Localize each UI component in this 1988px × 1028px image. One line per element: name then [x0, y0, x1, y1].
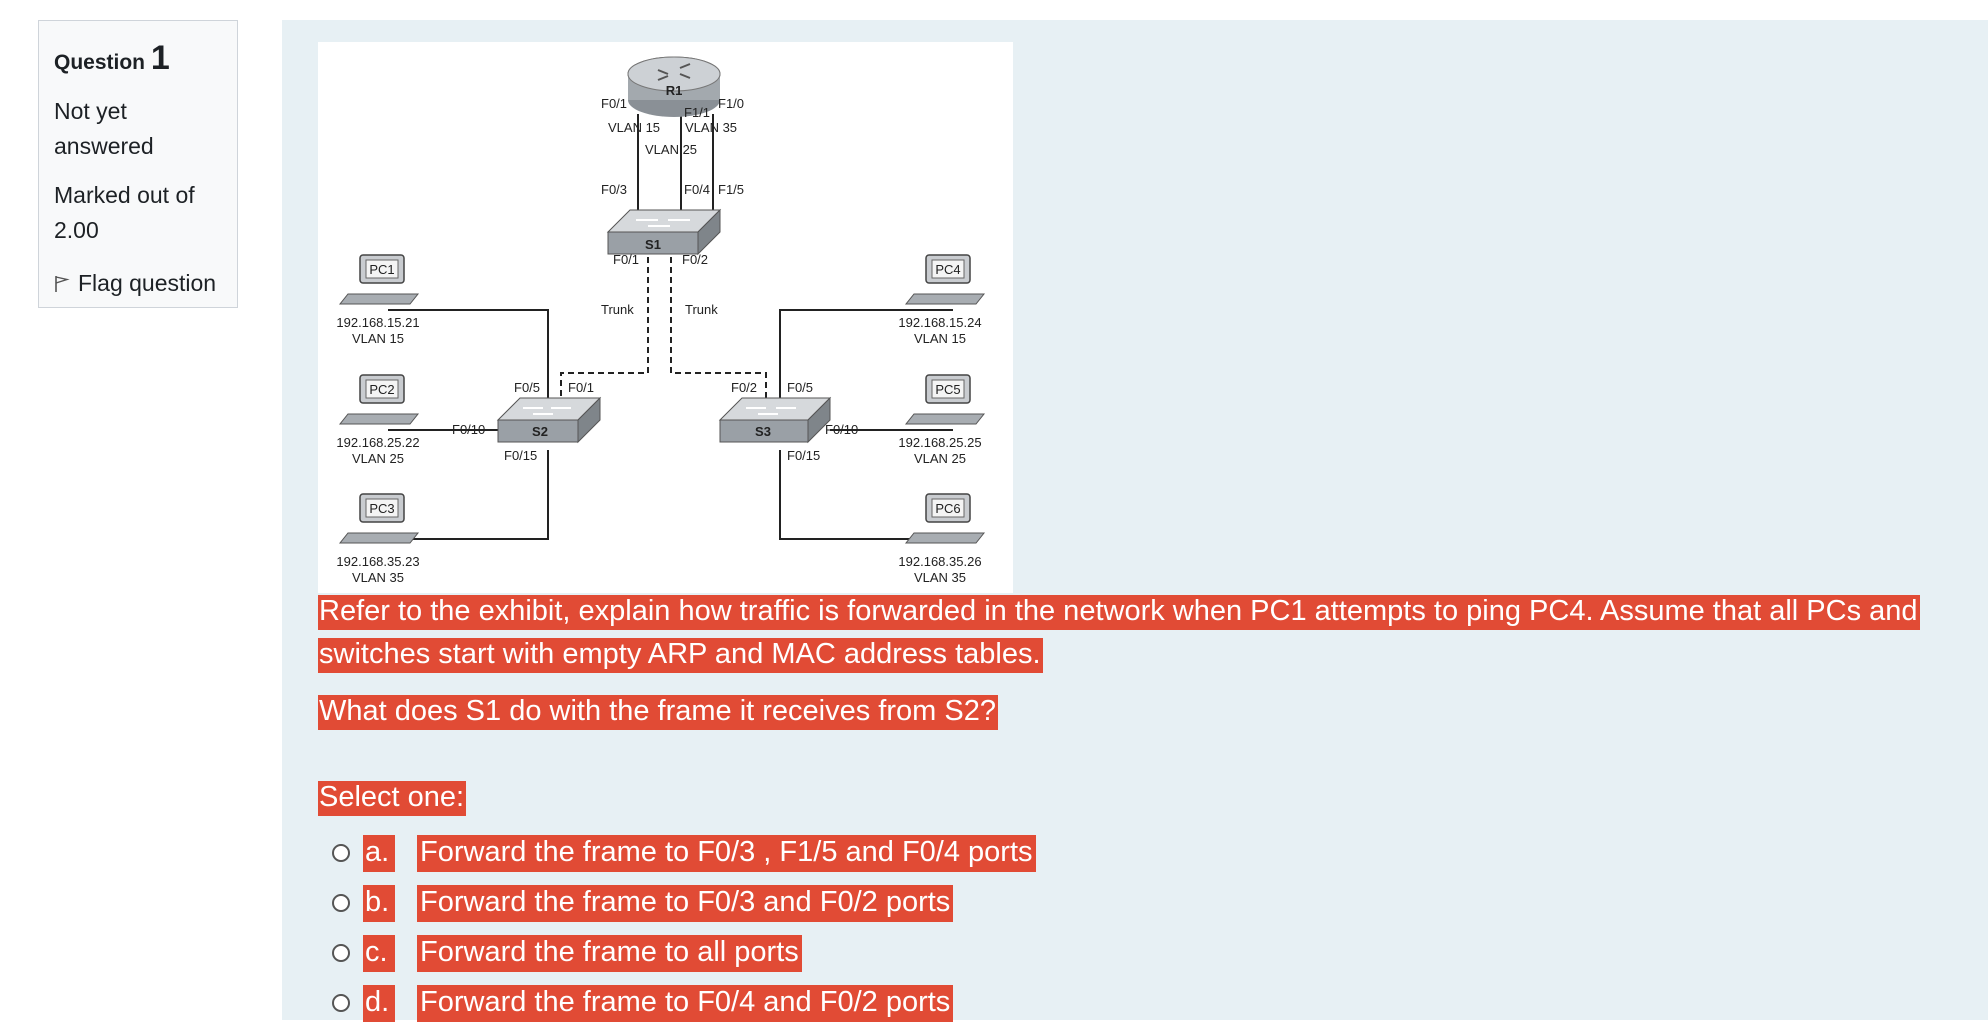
answer-text: Forward the frame to F0/3 , F1/5 and F0/… — [417, 834, 1036, 872]
pc6-icon — [904, 493, 986, 544]
pc2-label: PC2 — [369, 382, 394, 397]
s3-f015-label: F0/15 — [787, 448, 820, 463]
s2-f01-label: F0/1 — [568, 380, 594, 395]
answer-list: a. Forward the frame to F0/3 , F1/5 and … — [332, 828, 1036, 1028]
pc2-icon — [338, 374, 420, 425]
answer-option-c[interactable]: c. Forward the frame to all ports — [332, 928, 1036, 978]
pc3-icon — [338, 493, 420, 544]
question-content: R1 F0/1 F1/1 F1/0 VLAN 15 VLAN 35 VLAN 2… — [282, 20, 1988, 1022]
s2-f05-label: F0/5 — [514, 380, 540, 395]
vlan15-label: VLAN 15 — [608, 120, 660, 135]
s2-label: S2 — [532, 424, 548, 439]
answer-text: Forward the frame to F0/3 and F0/2 ports — [417, 884, 954, 922]
question-subtext: What does S1 do with the frame it receiv… — [318, 690, 998, 733]
pc4-label: PC4 — [935, 262, 960, 277]
question-state: Not yet answered — [54, 94, 222, 164]
trunk-right-label: Trunk — [685, 302, 718, 317]
switch-s3-icon — [718, 396, 832, 444]
pc4-ip: 192.168.15.24 — [898, 315, 981, 330]
s2-f010-label: F0/10 — [452, 422, 485, 437]
s1-f02-label: F0/2 — [682, 252, 708, 267]
pc6-vlan: VLAN 35 — [914, 570, 966, 585]
question-text-highlight: Refer to the exhibit, explain how traffi… — [318, 595, 1920, 673]
answer-letter: c. — [363, 934, 395, 972]
s1-f03-label: F0/3 — [601, 182, 627, 197]
answer-option-b[interactable]: b. Forward the frame to F0/3 and F0/2 po… — [332, 878, 1036, 928]
s3-label: S3 — [755, 424, 771, 439]
vlan35-label: VLAN 35 — [685, 120, 737, 135]
question-subtext-highlight: What does S1 do with the frame it receiv… — [318, 695, 998, 730]
flag-question-link[interactable]: Flag question — [54, 270, 222, 297]
state-line-2: answered — [54, 133, 154, 159]
pc1-label: PC1 — [369, 262, 394, 277]
s3-f02-label: F0/2 — [731, 380, 757, 395]
s1-f01-label: F0/1 — [613, 252, 639, 267]
question-title: Question 1 — [54, 39, 222, 78]
switch-s2-icon — [496, 396, 602, 444]
pc1-vlan: VLAN 15 — [352, 331, 404, 346]
router-r1-icon — [627, 56, 721, 117]
answer-letter: a. — [363, 834, 395, 872]
question-label: Question — [54, 51, 146, 74]
router-label: R1 — [666, 83, 683, 98]
pc1-ip: 192.168.15.21 — [336, 315, 419, 330]
pc2-vlan: VLAN 25 — [352, 451, 404, 466]
radio-a[interactable] — [332, 844, 350, 862]
flag-question-label: Flag question — [78, 270, 217, 296]
answer-letter: b. — [363, 884, 395, 922]
network-exhibit: R1 F0/1 F1/1 F1/0 VLAN 15 VLAN 35 VLAN 2… — [318, 42, 1013, 593]
question-grade: Marked out of 2.00 — [54, 178, 222, 248]
s1-label: S1 — [645, 237, 661, 252]
state-line-1: Not yet — [54, 98, 127, 124]
s3-f010-label: F0/10 — [825, 422, 858, 437]
flag-icon — [55, 275, 70, 292]
answer-letter: d. — [363, 984, 395, 1022]
pc3-ip: 192.168.35.23 — [336, 554, 419, 569]
trunk-left-label: Trunk — [601, 302, 634, 317]
answer-text: Forward the frame to F0/4 and F0/2 ports — [417, 984, 954, 1022]
s2-f015-label: F0/15 — [504, 448, 537, 463]
s1-f04-label: F0/4 — [684, 182, 710, 197]
select-prompt-highlight: Select one: — [318, 781, 467, 816]
pc5-icon — [904, 374, 986, 425]
question-number: 1 — [150, 39, 170, 77]
pc5-ip: 192.168.25.25 — [898, 435, 981, 450]
grade-line-2: 2.00 — [54, 217, 99, 243]
pc3-vlan: VLAN 35 — [352, 570, 404, 585]
question-info-panel: Question 1 Not yet answered Marked out o… — [38, 20, 238, 308]
s1-f15-label: F1/5 — [718, 182, 744, 197]
vlan25-label: VLAN 25 — [645, 142, 697, 157]
answer-text: Forward the frame to all ports — [417, 934, 802, 972]
pc5-vlan: VLAN 25 — [914, 451, 966, 466]
pc5-label: PC5 — [935, 382, 960, 397]
answer-option-d[interactable]: d. Forward the frame to F0/4 and F0/2 po… — [332, 978, 1036, 1028]
pc4-icon — [904, 254, 986, 305]
radio-c[interactable] — [332, 944, 350, 962]
switch-s1-icon — [606, 208, 722, 256]
pc2-ip: 192.168.25.22 — [336, 435, 419, 450]
pc1-icon — [338, 254, 420, 305]
pc6-label: PC6 — [935, 501, 960, 516]
pc3-label: PC3 — [369, 501, 394, 516]
s3-f05-label: F0/5 — [787, 380, 813, 395]
question-text: Refer to the exhibit, explain how traffi… — [318, 590, 1938, 676]
answer-option-a[interactable]: a. Forward the frame to F0/3 , F1/5 and … — [332, 828, 1036, 878]
r-f01-label: F0/1 — [601, 96, 627, 111]
grade-line-1: Marked out of — [54, 182, 195, 208]
pc4-vlan: VLAN 15 — [914, 331, 966, 346]
r-f11-label: F1/1 — [684, 105, 710, 120]
radio-d[interactable] — [332, 994, 350, 1012]
r-f10-label: F1/0 — [718, 96, 744, 111]
select-prompt: Select one: — [318, 776, 467, 819]
pc6-ip: 192.168.35.26 — [898, 554, 981, 569]
radio-b[interactable] — [332, 894, 350, 912]
